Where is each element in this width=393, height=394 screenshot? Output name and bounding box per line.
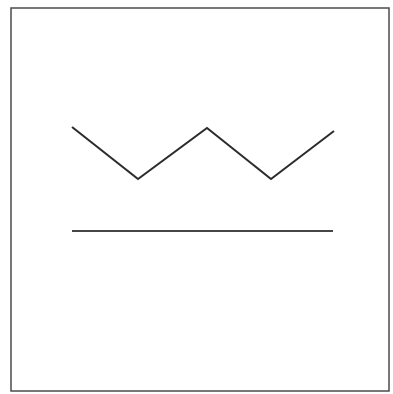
zigzag-line xyxy=(71,126,335,181)
frame-border xyxy=(10,7,390,392)
